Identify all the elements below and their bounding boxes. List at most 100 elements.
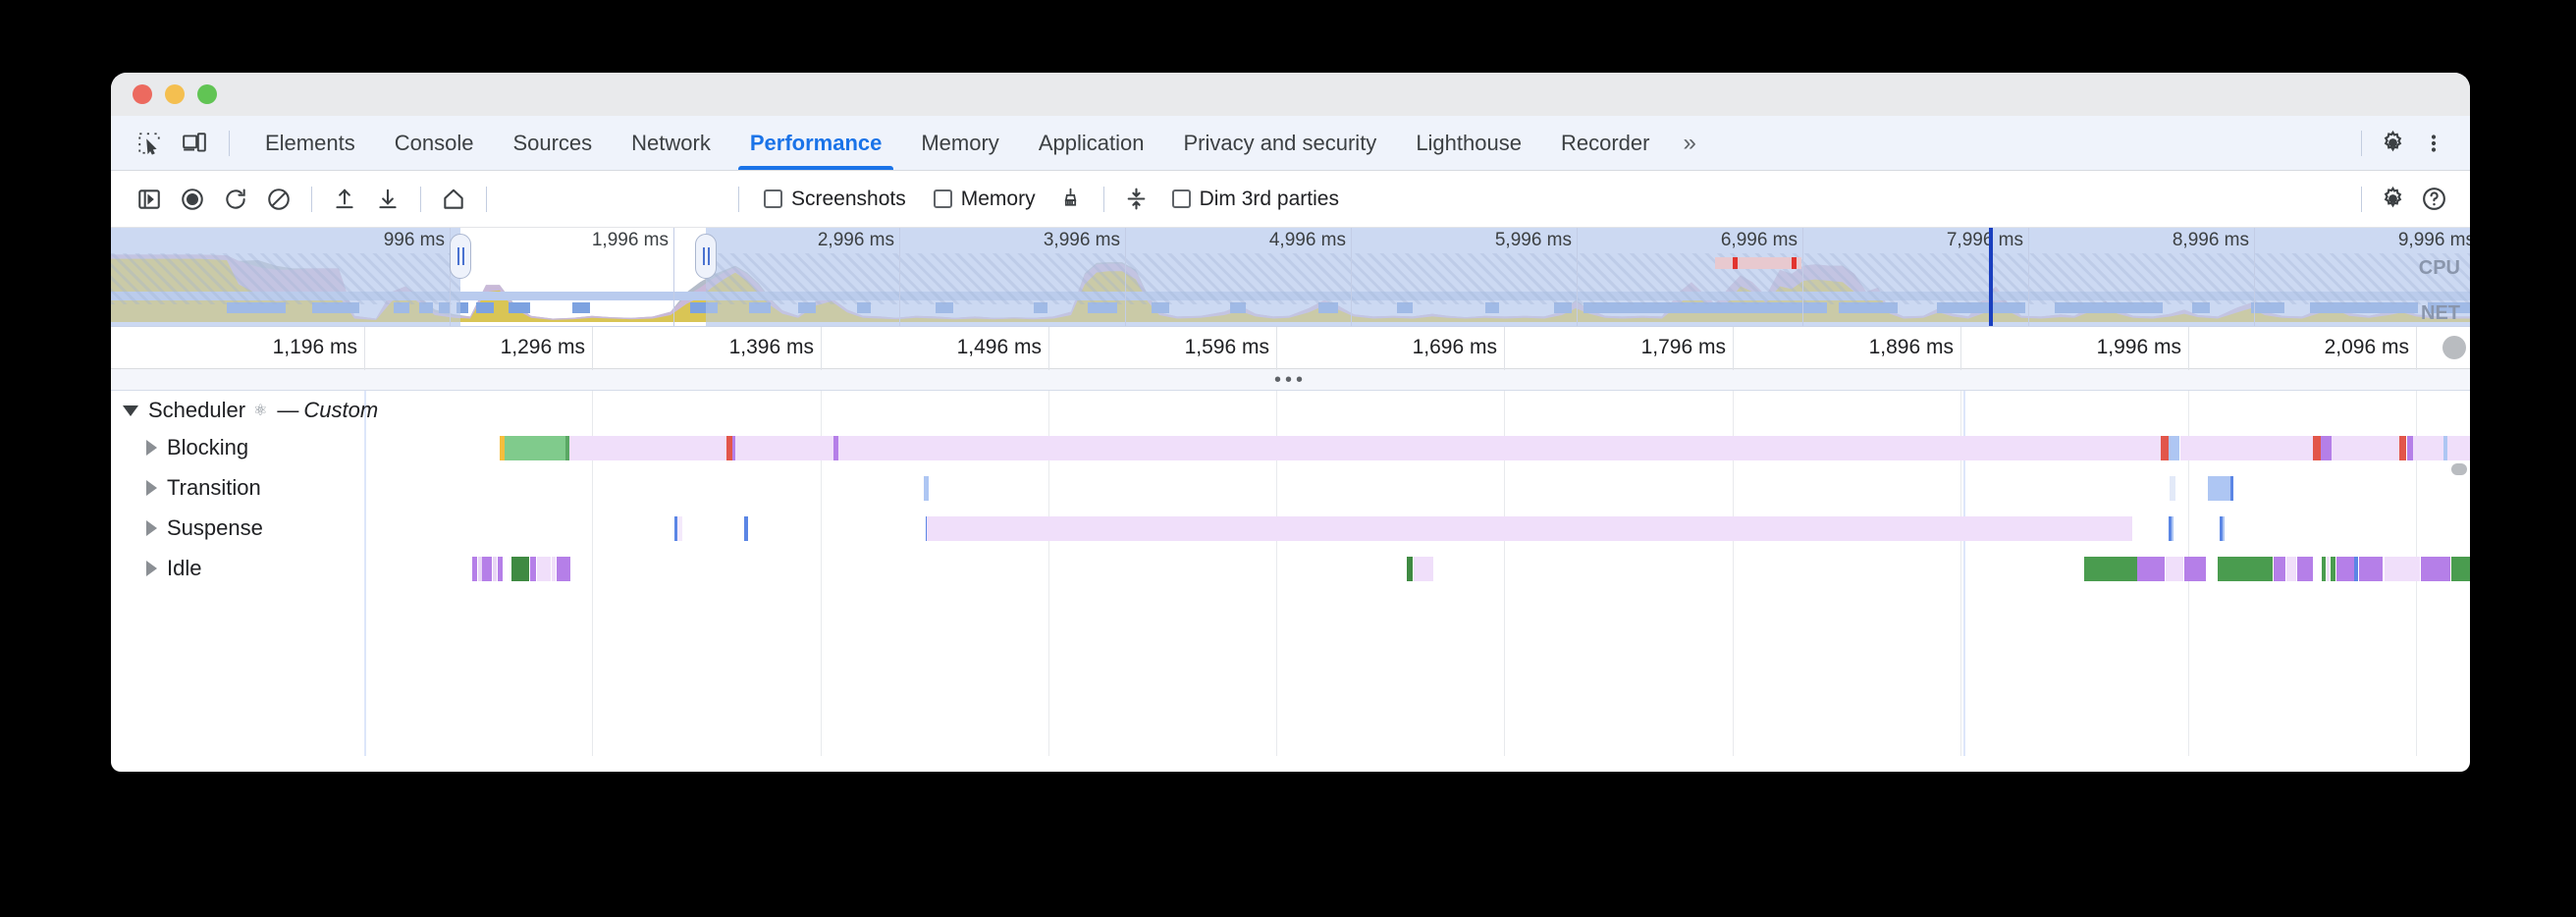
flame-event-block[interactable]	[2399, 436, 2406, 460]
flame-event-block[interactable]	[2421, 557, 2450, 581]
flame-event-block[interactable]	[2209, 476, 2230, 501]
flame-event-block[interactable]	[732, 436, 735, 460]
dim-3rd-parties-checkbox[interactable]: Dim 3rd parties	[1159, 188, 1352, 211]
tab-application[interactable]: Application	[1038, 130, 1145, 155]
track-blocking[interactable]: Blocking	[111, 428, 248, 467]
more-tabs-chevron-icon[interactable]: »	[1683, 129, 1696, 156]
flame-event-block[interactable]	[2137, 557, 2165, 581]
tab-recorder[interactable]: Recorder	[1560, 130, 1650, 155]
flame-event-block[interactable]	[2173, 436, 2179, 460]
flame-event-block[interactable]	[472, 557, 477, 581]
chevron-right-icon[interactable]	[146, 561, 157, 576]
window-close-button[interactable]	[133, 84, 152, 104]
flame-event-block[interactable]	[2230, 476, 2233, 501]
flame-event-block[interactable]	[2336, 557, 2354, 581]
chevron-right-icon[interactable]	[146, 440, 157, 456]
flame-event-block[interactable]	[505, 436, 565, 460]
memory-checkbox[interactable]: Memory	[921, 188, 1048, 211]
flame-event-block[interactable]	[2385, 557, 2420, 581]
flame-event-block[interactable]	[569, 436, 726, 460]
flame-event-block[interactable]	[744, 516, 748, 541]
flame-event-block[interactable]	[2359, 557, 2383, 581]
tab-memory[interactable]: Memory	[921, 130, 999, 155]
horizontal-scrollbar-thumb[interactable]	[2451, 463, 2467, 475]
flame-event-block[interactable]	[2084, 557, 2137, 581]
flame-event-block[interactable]	[735, 436, 833, 460]
flame-event-block[interactable]	[482, 557, 492, 581]
flame-event-block[interactable]	[2218, 557, 2273, 581]
flame-event-block[interactable]	[2180, 436, 2335, 460]
flame-event-block[interactable]	[2179, 436, 2180, 460]
flame-event-block[interactable]	[2170, 476, 2175, 501]
flame-event-block[interactable]	[2169, 436, 2173, 460]
window-zoom-button[interactable]	[197, 84, 217, 104]
overview-window-handle-left[interactable]	[450, 234, 471, 279]
flame-event-block[interactable]	[927, 516, 2132, 541]
settings-gear-icon[interactable]	[2372, 179, 2413, 220]
flame-event-block[interactable]	[2354, 557, 2358, 581]
flame-event-block[interactable]	[2220, 516, 2223, 541]
help-question-icon[interactable]	[2413, 179, 2454, 220]
flame-event-block[interactable]	[557, 557, 570, 581]
flame-event-block[interactable]	[565, 436, 569, 460]
flame-event-block[interactable]	[2161, 436, 2167, 460]
chevron-right-icon[interactable]	[146, 520, 157, 536]
flame-event-block[interactable]	[2443, 436, 2447, 460]
more-options-kebab-icon[interactable]	[2413, 123, 2454, 164]
flame-event-block[interactable]	[924, 436, 2166, 460]
flame-event-block[interactable]	[924, 476, 929, 501]
flame-chart[interactable]: Scheduler ⚛ — Custom Blocking Transition	[111, 391, 2470, 756]
flame-event-block[interactable]	[2223, 516, 2225, 541]
track-transition[interactable]: Transition	[111, 468, 261, 508]
flame-event-block[interactable]	[677, 516, 682, 541]
flame-event-block[interactable]	[2322, 557, 2326, 581]
flame-event-block[interactable]	[2274, 557, 2285, 581]
flame-event-block[interactable]	[1407, 557, 1413, 581]
flame-event-block[interactable]	[498, 557, 503, 581]
flame-event-block[interactable]	[478, 557, 482, 581]
garbage-collect-icon[interactable]	[1050, 179, 1092, 220]
tab-performance[interactable]: Performance	[730, 116, 902, 170]
flame-event-block[interactable]	[2166, 557, 2183, 581]
flame-event-block[interactable]	[674, 516, 677, 541]
track-suspense[interactable]: Suspense	[111, 509, 263, 548]
flame-event-block[interactable]	[530, 557, 536, 581]
flame-event-block[interactable]	[493, 557, 497, 581]
flame-event-block[interactable]	[2321, 436, 2332, 460]
load-profile-icon[interactable]	[324, 179, 365, 220]
reload-and-record-icon[interactable]	[215, 179, 256, 220]
memory-checkbox-box[interactable]	[933, 189, 952, 208]
tab-lighthouse[interactable]: Lighthouse	[1416, 130, 1522, 155]
screenshots-checkbox[interactable]: Screenshots	[751, 188, 919, 211]
clear-icon[interactable]	[258, 179, 299, 220]
flame-event-block[interactable]	[2169, 516, 2172, 541]
flame-event-block[interactable]	[2327, 557, 2330, 581]
pane-resize-handle[interactable]: •••	[111, 369, 2470, 391]
flame-event-block[interactable]	[500, 436, 505, 460]
flame-event-block[interactable]	[2286, 557, 2296, 581]
flame-event-block[interactable]	[2451, 557, 2470, 581]
save-profile-icon[interactable]	[367, 179, 408, 220]
screenshots-checkbox-box[interactable]	[764, 189, 782, 208]
flame-event-block[interactable]	[2406, 436, 2407, 460]
flame-event-block[interactable]	[926, 516, 927, 541]
toggle-sidebar-icon[interactable]	[129, 179, 170, 220]
track-group-scheduler[interactable]: Scheduler ⚛ — Custom	[111, 391, 378, 430]
record-icon[interactable]	[172, 179, 213, 220]
tab-privacy-and-security[interactable]: Privacy and security	[1183, 130, 1377, 155]
flame-event-block[interactable]	[537, 557, 551, 581]
device-toolbar-icon[interactable]	[174, 123, 215, 164]
window-minimize-button[interactable]	[165, 84, 185, 104]
flame-event-block[interactable]	[2331, 557, 2335, 581]
flame-event-block[interactable]	[2407, 436, 2413, 460]
flame-event-block[interactable]	[2314, 436, 2321, 460]
flame-event-block[interactable]	[2208, 476, 2209, 501]
flame-event-block[interactable]	[2184, 557, 2206, 581]
flame-event-block[interactable]	[1414, 557, 1433, 581]
tab-sources[interactable]: Sources	[512, 130, 593, 155]
inspect-element-icon[interactable]	[129, 123, 170, 164]
flame-event-block[interactable]	[552, 557, 556, 581]
chevron-down-icon[interactable]	[123, 405, 138, 416]
